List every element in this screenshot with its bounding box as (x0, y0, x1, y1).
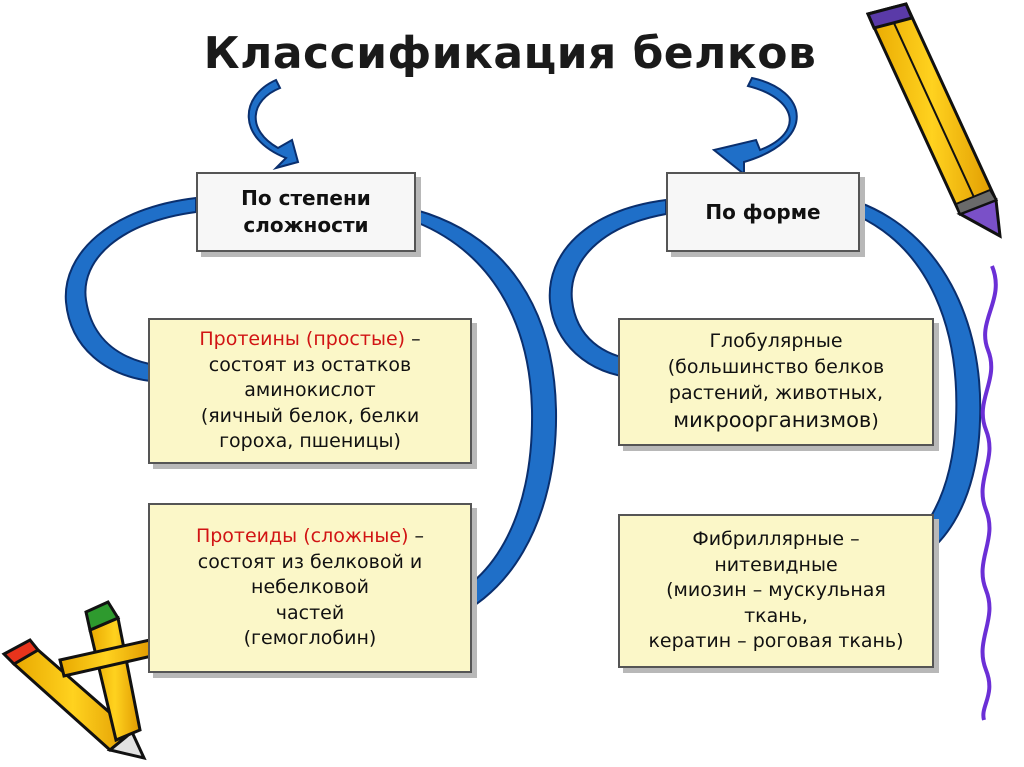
fibrillar-line-3: (миозин – мускульная (666, 579, 886, 602)
proteids-line-1: состоят из белковой и (197, 550, 423, 573)
proteids-line-3: частей (275, 601, 345, 624)
fibrillar-line-5: кератин – роговая ткань) (648, 630, 904, 653)
proteins-line-4: гороха, пшеницы) (219, 430, 401, 453)
wavy-line-decoration (980, 265, 998, 721)
page-title: Классификация белков (203, 28, 817, 79)
proteids-line-2: небелковой (251, 576, 369, 599)
category-box-shape: По форме (666, 172, 860, 252)
proteins-line-3: (яичный белок, белки (200, 404, 420, 427)
globular-closing: ) (871, 410, 879, 433)
category-box-complexity: По степени сложности (196, 172, 416, 252)
proteids-dash: – (408, 524, 425, 547)
proteins-dash: – (405, 327, 421, 350)
info-box-globular: Глобулярные (большинство белков растений… (618, 318, 934, 446)
proteids-highlight: Протеиды (сложные) (195, 524, 409, 547)
category-label-complexity: По степени сложности (241, 186, 371, 237)
info-box-fibrillar: Фибриллярные – нитевидные (миозин – муск… (618, 514, 934, 668)
fibrillar-line-4: ткань, (744, 604, 808, 627)
globular-line-1: Глобулярные (709, 330, 843, 353)
category-label-shape: По форме (705, 199, 821, 224)
fibrillar-line-2: нитевидные (714, 553, 838, 576)
info-box-proteins: Протеины (простые) – состоят из остатков… (148, 318, 472, 464)
curved-arrow-top-left (247, 78, 300, 170)
fibrillar-line-1: Фибриллярные – (692, 527, 860, 550)
globular-line-2: (большинство белков (667, 355, 885, 378)
curved-arrow-top-right (711, 76, 798, 177)
proteids-heading: Протеиды (сложные) – (196, 524, 424, 550)
proteins-line-1: состоят из остатков (208, 353, 412, 376)
globular-line-4: микроорганизмов) (673, 406, 878, 435)
pencil-icon-top-right (865, 2, 1002, 239)
proteins-heading: Протеины (простые) – (199, 327, 420, 353)
proteins-highlight: Протеины (простые) (199, 327, 406, 350)
globular-microorganisms: микроорганизмов (673, 408, 872, 433)
proteins-line-2: аминокислот (244, 379, 376, 402)
proteids-line-4: (гемоглобин) (243, 627, 377, 650)
pencil-icon-bottom-left (1, 600, 154, 761)
info-box-proteids: Протеиды (сложные) – состоят из белковой… (148, 503, 472, 673)
globular-line-3: растений, животных, (668, 381, 884, 404)
